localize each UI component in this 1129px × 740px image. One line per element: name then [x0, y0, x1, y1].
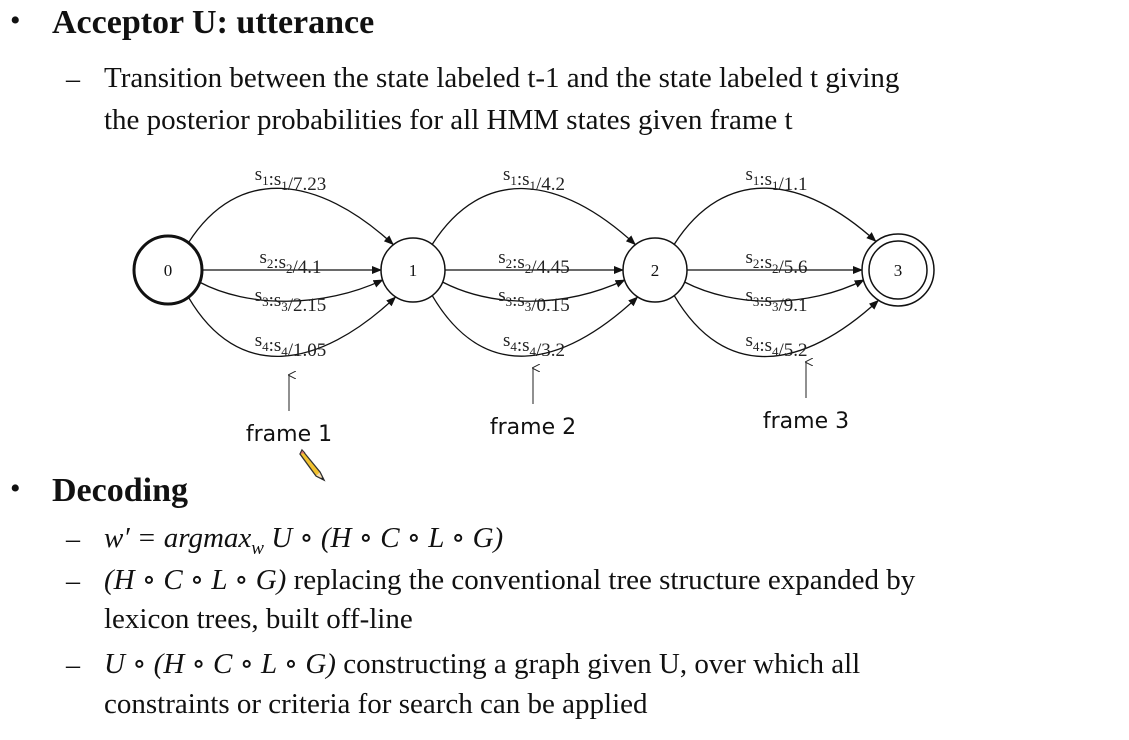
compose-line2: constraints or criteria for search can b…: [104, 688, 648, 720]
dash-4: –: [66, 650, 80, 681]
dash-2: –: [66, 524, 80, 555]
state-0: [132, 234, 204, 306]
hclg-math: (H ∘ C ∘ L ∘ G): [104, 564, 287, 596]
dash-1: –: [66, 64, 80, 95]
formula-rest: U ∘ (H ∘ C ∘ L ∘ G): [263, 522, 504, 554]
formula-subscript: w: [251, 537, 264, 559]
heading-acceptor: Acceptor U: utterance: [52, 4, 375, 41]
frame-label-3: frame 3: [763, 409, 849, 434]
arc-label-1-3: s3:s3/0.15: [498, 285, 570, 316]
arc-label-2-4: s4:s4/5.2: [745, 330, 807, 361]
acceptor-desc-line1: Transition between the state labeled t-1…: [104, 62, 900, 94]
bullet-dot-2: •: [10, 472, 21, 505]
arc-2-4: [673, 295, 879, 358]
arc-label-0-3: s3:s3/2.15: [255, 285, 327, 316]
acceptor-desc-line2: the posterior probabilities for all HMM …: [104, 104, 793, 136]
heading-decoding: Decoding: [52, 472, 188, 509]
arc-labels: s1:s1/7.23 s2:s2/4.1 s3:s3/2.15 s4:s4/1.05 s…: [255, 164, 808, 361]
arc-2-3: [684, 279, 865, 302]
hclg-line1: (H ∘ C ∘ L ∘ G) replacing the convention…: [104, 562, 915, 597]
arc-1-4: [431, 295, 639, 357]
compose-text: constructing a graph given U, over which…: [335, 648, 861, 680]
arc-label-2-3: s3:s3/9.1: [745, 285, 807, 316]
fst-states: 0 1 2 3: [132, 233, 935, 307]
arc-label-1-4: s4:s4/3.2: [503, 330, 565, 361]
state-label-1: 1: [409, 261, 418, 280]
arc-1-3: [442, 279, 626, 302]
dash-3: –: [66, 566, 80, 597]
arc-label-1-2: s2:s2/4.45: [498, 247, 570, 278]
arc-1-1: [431, 187, 636, 246]
arc-label-1-1: s1:s1/4.2: [503, 164, 565, 195]
hclg-text: replacing the conventional tree structur…: [286, 564, 916, 596]
state-label-0: 0: [164, 261, 173, 280]
bullet-dot-1: •: [10, 4, 21, 37]
formula-argmax: w′ = argmax: [104, 522, 252, 554]
state-2: [622, 237, 688, 303]
decoding-formula: w′ = argmaxw U ∘ (H ∘ C ∘ L ∘ G): [104, 520, 503, 560]
state-label-2: 2: [651, 261, 660, 280]
arc-0-1: [187, 187, 394, 246]
arc-label-0-2: s2:s2/4.1: [259, 247, 321, 278]
hclg-line2: lexicon trees, built off-line: [104, 603, 413, 635]
arc-0-3: [198, 279, 384, 302]
arc-2-1: [673, 187, 877, 245]
arc-label-2-1: s1:s1/1.1: [745, 164, 807, 195]
compose-line1: U ∘ (H ∘ C ∘ L ∘ G) constructing a graph…: [104, 646, 860, 681]
arc-label-0-1: s1:s1/7.23: [255, 164, 327, 195]
transition-arcs: [187, 187, 879, 358]
frame-label-1: frame 1: [246, 422, 332, 447]
arc-label-0-4: s4:s4/1.05: [255, 330, 327, 361]
frame-markers: frame 1 frame 2 frame 3: [246, 362, 849, 447]
arc-label-2-2: s2:s2/5.6: [745, 247, 807, 278]
final-state-ring: [868, 240, 928, 300]
frame-label-2: frame 2: [490, 415, 576, 440]
state-3: [861, 233, 935, 307]
arc-0-4: [187, 296, 397, 358]
state-label-3: 3: [894, 261, 903, 280]
compose-math: U ∘ (H ∘ C ∘ L ∘ G): [104, 648, 336, 680]
pencil-cursor-icon: [299, 448, 326, 482]
state-1: [380, 237, 446, 303]
